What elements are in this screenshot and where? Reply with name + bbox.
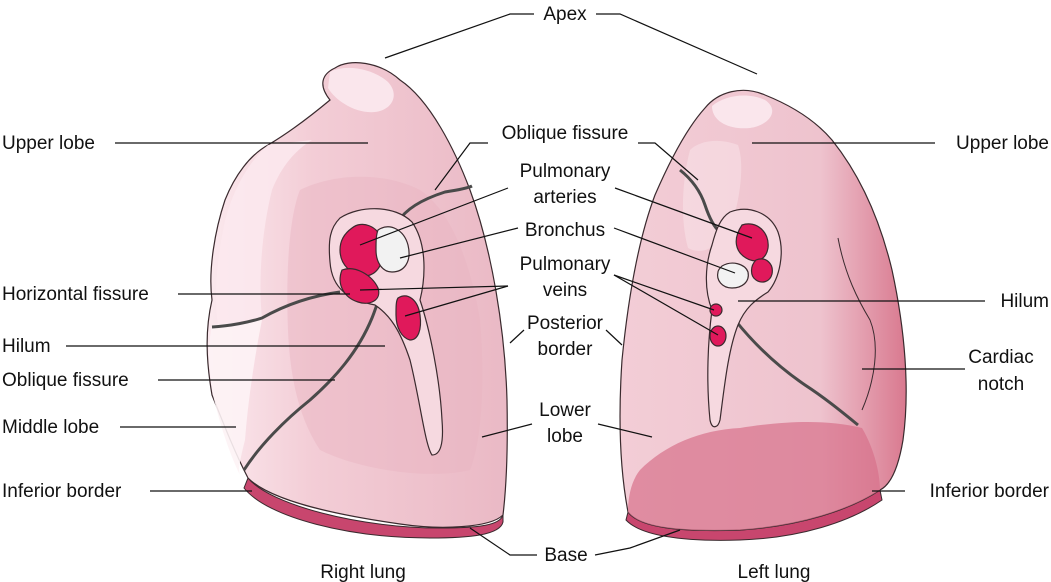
leader-bronchus-left [613,227,736,274]
text-labels: Apex Base Right lung Left lung Upper lob… [2,4,1050,582]
left-pulmonary-vein-right [750,258,773,283]
leader-lower-lobe-right [481,423,533,438]
left-lung-apex-highlight [712,95,773,129]
label-pulmonary-arteries-1: Pulmonary [520,161,611,182]
label-right-upper-lobe: Upper lobe [2,133,95,154]
leader-base-right [469,527,537,556]
right-bronchus [375,226,410,273]
leader-base-left [594,529,681,556]
label-center-oblique-fissure: Oblique fissure [502,123,629,144]
leader-apex-left [596,13,758,75]
label-right-inferior-border: Inferior border [2,481,122,502]
label-lower-lobe-1: Lower [539,400,591,421]
left-lung-lower-shade [628,422,880,531]
label-posterior-border-1: Posterior [527,313,604,334]
leader-pulm-arteries-right [359,187,509,246]
left-oblique-fissure-upper [679,168,721,234]
label-pulmonary-veins-2: veins [543,280,587,301]
label-posterior-border-2: border [538,339,594,360]
label-lower-lobe-2: lobe [547,426,583,447]
label-base: Base [544,545,587,566]
right-lung-base-edge [243,477,504,539]
label-cardiac-notch-2: notch [978,374,1024,395]
left-pulmonary-vein-small [709,303,723,317]
label-left-hilum: Hilum [1000,291,1049,312]
right-pulmonary-vein-lower [395,295,422,341]
left-cardiac-notch-line [837,237,876,411]
leader-pulm-veins-right-lower [404,285,509,317]
label-right-middle-lobe: Middle lobe [2,417,99,438]
leader-pulm-veins-left-lower [613,274,719,336]
left-lung-shape [619,89,907,541]
label-cardiac-notch-1: Cardiac [968,347,1033,368]
leader-lines [66,13,985,556]
right-lung-highlight [216,140,312,325]
leader-pulm-arteries-left [614,187,753,239]
left-pulmonary-vein-lower [709,325,727,347]
label-right-hilum: Hilum [2,336,51,357]
leader-bronchus-right [399,227,519,259]
label-right-oblique-fissure: Oblique fissure [2,370,129,391]
right-lung-middle-highlight [209,320,262,475]
left-lung-fissures [679,168,876,427]
label-apex: Apex [543,4,587,25]
label-pulmonary-veins-1: Pulmonary [520,254,611,275]
leader-posterior-border-left [605,329,623,346]
label-left-inferior-border: Inferior border [930,481,1050,502]
left-bronchus [717,262,749,289]
leader-lower-lobe-left [597,423,653,438]
label-bronchus: Bronchus [525,220,605,241]
leader-oblique-fissure-left [638,142,699,181]
right-horizontal-fissure-line [211,290,341,329]
label-left-lung: Left lung [738,562,811,582]
leader-pulm-veins-right-upper [359,285,509,291]
label-right-lung: Right lung [320,562,406,582]
left-oblique-fissure-lower [733,319,859,427]
right-oblique-fissure-upper [396,184,473,223]
label-right-horizontal-fissure: Horizontal fissure [2,284,149,305]
right-hilum [328,208,444,456]
leader-oblique-fissure-right [434,142,488,191]
left-hilum [705,208,782,428]
label-pulmonary-arteries-2: arteries [533,187,596,208]
leader-posterior-border-right [509,329,525,344]
leader-apex-right [384,13,534,59]
leader-pulm-veins-left-upper [613,274,715,311]
right-lung-apex-highlight [328,67,394,113]
label-left-upper-lobe: Upper lobe [956,133,1049,154]
